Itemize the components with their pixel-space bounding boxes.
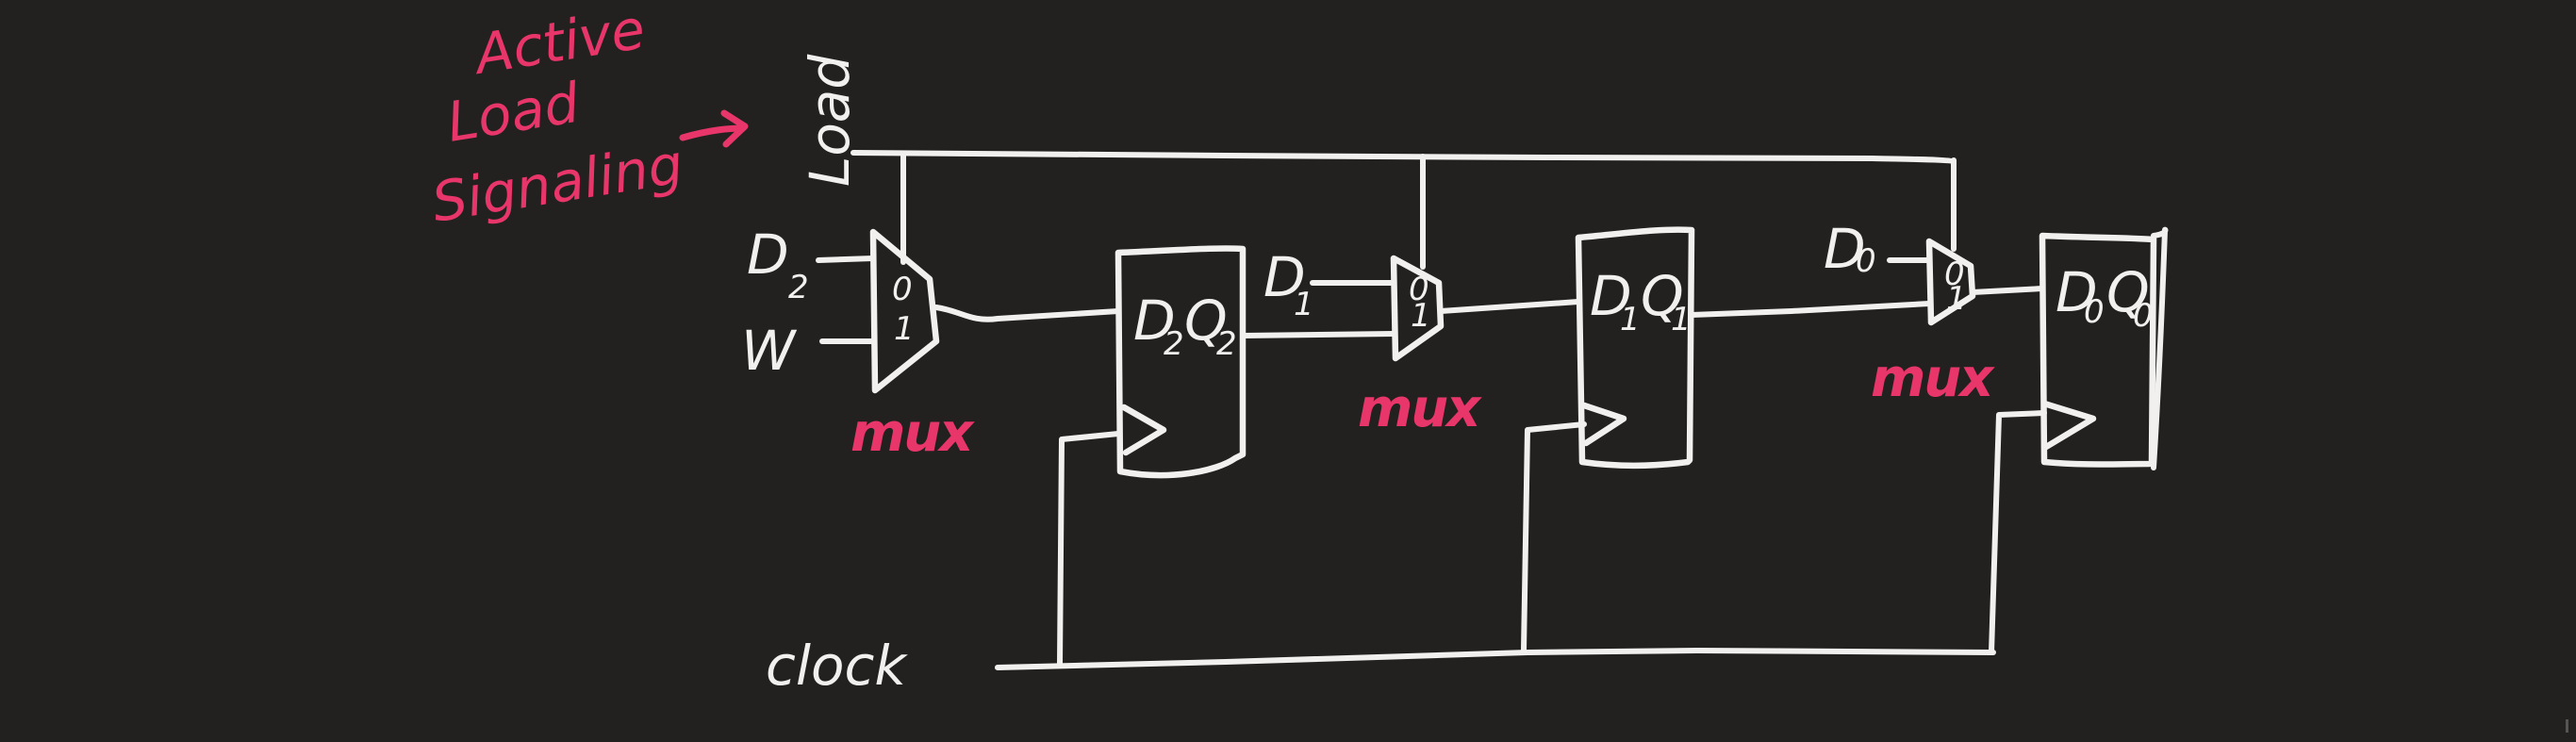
mux-3-in1-label: 1 — [1946, 280, 1967, 318]
flipflop-2: D 2 Q 2 — [1115, 245, 1247, 479]
ff0-d-label: D — [2056, 260, 2098, 324]
annotation-note: Active Load Signaling — [428, 0, 687, 235]
clock-label: clock — [766, 634, 908, 698]
ff2-clock-triangle-icon — [1120, 404, 1167, 456]
mux-2-in1-label: 1 — [1411, 297, 1431, 335]
d1-input-subscript: 1 — [1294, 286, 1314, 323]
ff1-output-wire — [1689, 301, 1932, 318]
ff0-q-subscript: 0 — [2133, 297, 2154, 335]
mux-3: 0 1 mux — [1871, 238, 1997, 409]
mux-2-label: mux — [1358, 378, 1482, 439]
ff2-output-wire — [1240, 331, 1396, 338]
clock-bus — [995, 410, 2047, 670]
ff0-side-stroke — [2151, 226, 2169, 470]
annotation-line-2: Load — [443, 71, 585, 155]
flipflop-1: D 1 Q 1 — [1575, 226, 1695, 470]
mux-3-label: mux — [1871, 348, 1995, 409]
flipflop-0: D 0 Q 0 — [2039, 226, 2169, 470]
mux-3-output-wire — [1970, 286, 2045, 295]
d0-input-subscript: 0 — [1856, 242, 1876, 280]
mux-3-in0-label: 0 — [1944, 256, 1965, 293]
ff1-d-label: D — [1590, 264, 1632, 328]
d2-input-subscript: 2 — [788, 269, 809, 306]
mux-1-output-wire — [933, 305, 1121, 322]
ff0-clock-triangle-icon — [2040, 400, 2097, 451]
scroll-indicator — [2566, 719, 2568, 733]
ff1-q-subscript: 1 — [1671, 301, 1692, 338]
ff2-d-label: D — [1133, 289, 1176, 353]
w-input-label: W — [741, 319, 798, 383]
load-label: Load — [798, 54, 862, 187]
d0-input-label: D — [1824, 217, 1866, 281]
mux-1-label: mux — [850, 403, 975, 464]
ff2-q-subscript: 2 — [1216, 325, 1237, 363]
d1-input-label: D — [1263, 245, 1306, 309]
ff0-d-subscript: 0 — [2084, 293, 2105, 331]
ff1-d-subscript: 1 — [1620, 301, 1641, 338]
ff2-q-label: Q — [1184, 289, 1228, 353]
mux-1-in0-label: 0 — [892, 271, 913, 308]
mux-2-in0-label: 0 — [1409, 271, 1429, 308]
mux-2-output-wire — [1438, 299, 1581, 314]
ff2-d-subscript: 2 — [1164, 325, 1184, 363]
ff0-q-label: Q — [2106, 260, 2150, 324]
ff1-clock-triangle-icon — [1580, 402, 1627, 447]
ff1-q-label: Q — [1641, 264, 1684, 328]
mux-1: 0 1 mux — [850, 228, 977, 464]
d2-input-wire — [816, 256, 876, 263]
load-bus — [850, 150, 1957, 270]
mux-1-in1-label: 1 — [894, 310, 915, 348]
annotation-arrow-icon — [679, 109, 749, 148]
mux-2: 0 1 mux — [1358, 255, 1484, 439]
d2-input-label: D — [747, 223, 789, 287]
